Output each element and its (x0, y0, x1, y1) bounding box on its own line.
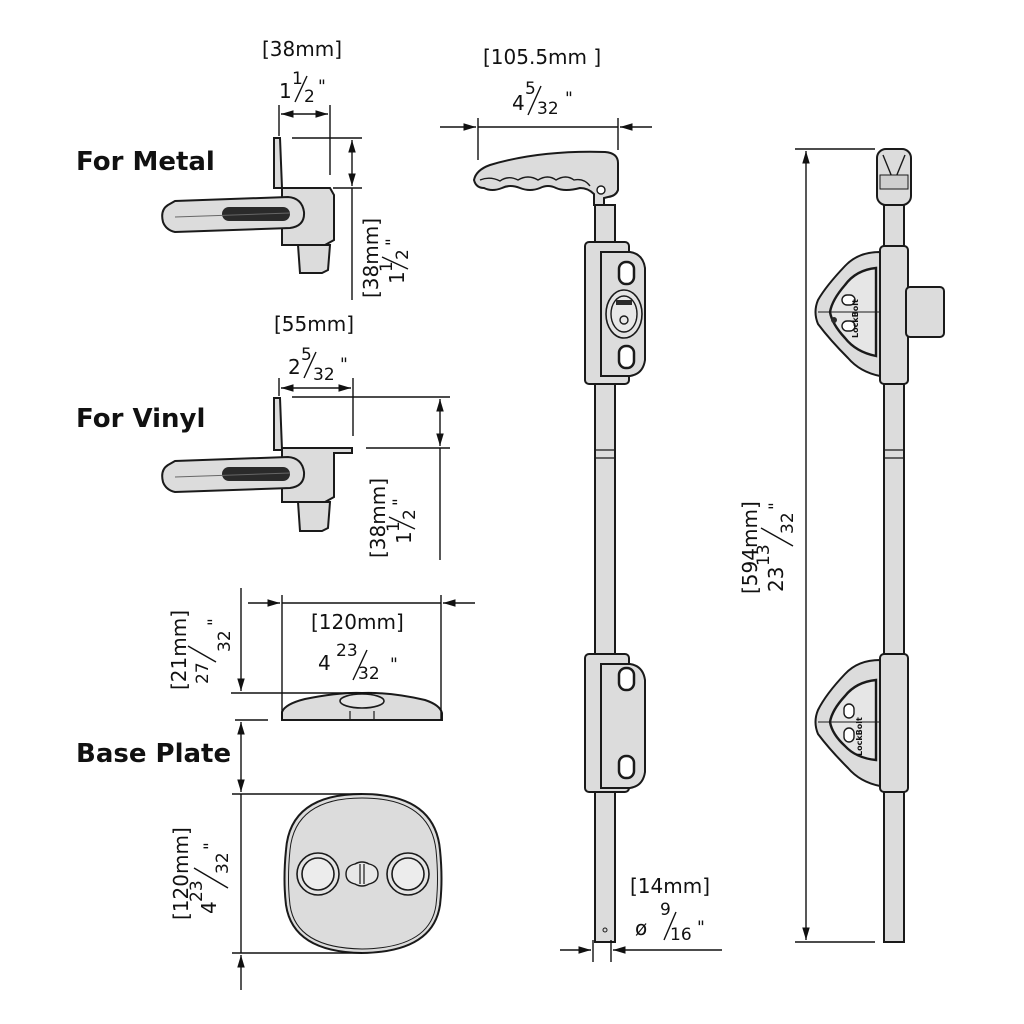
svg-text:4: 4 (512, 91, 525, 115)
svg-text:32: 32 (313, 365, 335, 385)
svg-text:[14mm]: [14mm] (630, 874, 710, 898)
dim-base-height: [21mm] 27 32 " (167, 610, 235, 690)
svg-text:1: 1 (384, 521, 404, 532)
svg-text:": " (318, 77, 326, 97)
svg-text:1: 1 (279, 79, 292, 103)
dim-vinyl-width: [55mm] 2 5 32 " (274, 312, 354, 385)
svg-text:[120mm]: [120mm] (311, 610, 404, 634)
svg-text:2: 2 (304, 87, 315, 107)
svg-text:32: 32 (537, 99, 559, 119)
brand-logo-lower: LockBolt (855, 717, 864, 756)
svg-text:": " (565, 89, 573, 109)
svg-text:[38mm]: [38mm] (359, 218, 383, 298)
svg-text:[21mm]: [21mm] (167, 610, 191, 690)
brand-logo-upper: LockBolt (851, 299, 860, 338)
dim-base-depth: [120mm] 4 23 32 " (169, 827, 233, 920)
svg-text:23: 23 (187, 880, 207, 902)
svg-text:5: 5 (301, 345, 312, 365)
svg-text:32: 32 (215, 630, 235, 652)
svg-text:[38mm]: [38mm] (262, 37, 342, 61)
svg-text:2: 2 (400, 509, 420, 520)
dim-total-length: [594mm] 23 13 32 " (738, 501, 798, 594)
svg-text:32: 32 (778, 512, 798, 534)
base-plate-side-drawing (281, 691, 443, 721)
dim-handle-width: [105.5mm ] 4 5 32 " (483, 45, 601, 119)
svg-text:": " (697, 918, 705, 938)
svg-text:": " (766, 502, 786, 510)
svg-text:[55mm]: [55mm] (274, 312, 354, 336)
svg-text:[38mm]: [38mm] (366, 478, 390, 558)
svg-text:2: 2 (288, 355, 301, 379)
svg-text:9: 9 (660, 900, 671, 920)
svg-text:1: 1 (392, 531, 416, 544)
svg-text:": " (383, 238, 403, 246)
dim-metal-height: [38mm] 1 1 2 " (359, 218, 413, 298)
lock-front-view-drawing (472, 150, 646, 943)
svg-text:": " (201, 842, 221, 850)
svg-text:32: 32 (358, 664, 380, 684)
svg-text:": " (340, 355, 348, 375)
section-label-vinyl: For Vinyl (76, 404, 205, 434)
svg-text:1: 1 (385, 271, 409, 284)
base-plate-top-drawing (283, 792, 443, 955)
svg-text:[105.5mm ]: [105.5mm ] (483, 45, 601, 69)
section-label-metal: For Metal (76, 147, 215, 177)
svg-text:32: 32 (213, 852, 233, 874)
svg-text:[594mm]: [594mm] (738, 501, 762, 594)
section-label-base-plate: Base Plate (76, 739, 231, 769)
dim-base-width: [120mm] 4 23 32 " (311, 610, 404, 684)
svg-text:5: 5 (525, 79, 536, 99)
svg-text:13: 13 (754, 544, 774, 566)
svg-text:[120mm]: [120mm] (169, 827, 193, 920)
svg-text:1: 1 (377, 261, 397, 272)
svg-text:16: 16 (670, 925, 692, 945)
lock-side-view-drawing: LockBolt LockBolt (814, 148, 945, 943)
dim-rod-diameter: [14mm] ø 9 16 " (630, 874, 710, 945)
svg-text:ø: ø (635, 916, 647, 940)
svg-text:2: 2 (393, 249, 413, 260)
dim-metal-width: [38mm] 1 1 2 " (262, 37, 342, 107)
svg-text:23: 23 (764, 567, 788, 592)
svg-text:23: 23 (336, 641, 358, 661)
svg-text:": " (390, 498, 410, 506)
vinyl-keeper-drawing (161, 397, 353, 532)
metal-keeper-drawing (161, 137, 335, 274)
svg-text:": " (390, 655, 398, 675)
svg-text:1: 1 (292, 69, 303, 89)
svg-text:4: 4 (197, 901, 221, 914)
svg-text:": " (205, 618, 225, 626)
svg-text:4: 4 (318, 651, 331, 675)
svg-text:27: 27 (193, 662, 213, 684)
dim-vinyl-height: [38mm] 1 1 2 " (366, 478, 420, 558)
